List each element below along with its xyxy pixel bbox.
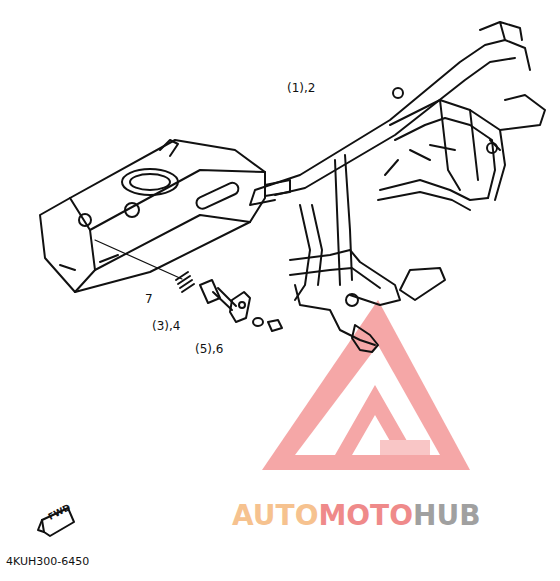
fwd-arrow-head bbox=[38, 520, 44, 532]
part-callout: (5),6 bbox=[195, 343, 223, 355]
watermark-logo bbox=[262, 300, 470, 470]
front-section bbox=[40, 140, 290, 292]
watermark-text: MOTO bbox=[318, 502, 413, 530]
main-frame bbox=[250, 22, 545, 352]
washer bbox=[253, 318, 263, 326]
diagram-code: 4KUH300-6450 bbox=[6, 556, 89, 567]
direction-mark: FWD bbox=[47, 503, 72, 522]
spring bbox=[176, 272, 194, 292]
callout-number: 7 bbox=[145, 293, 153, 305]
leader-line bbox=[95, 240, 182, 279]
part-callout: (3),4 bbox=[152, 320, 180, 332]
watermark-text: HUB bbox=[413, 502, 481, 530]
nut bbox=[268, 320, 282, 331]
bracket bbox=[230, 292, 250, 322]
watermark-text: AUTO bbox=[232, 502, 318, 530]
part-callout: (1),2 bbox=[287, 82, 315, 94]
